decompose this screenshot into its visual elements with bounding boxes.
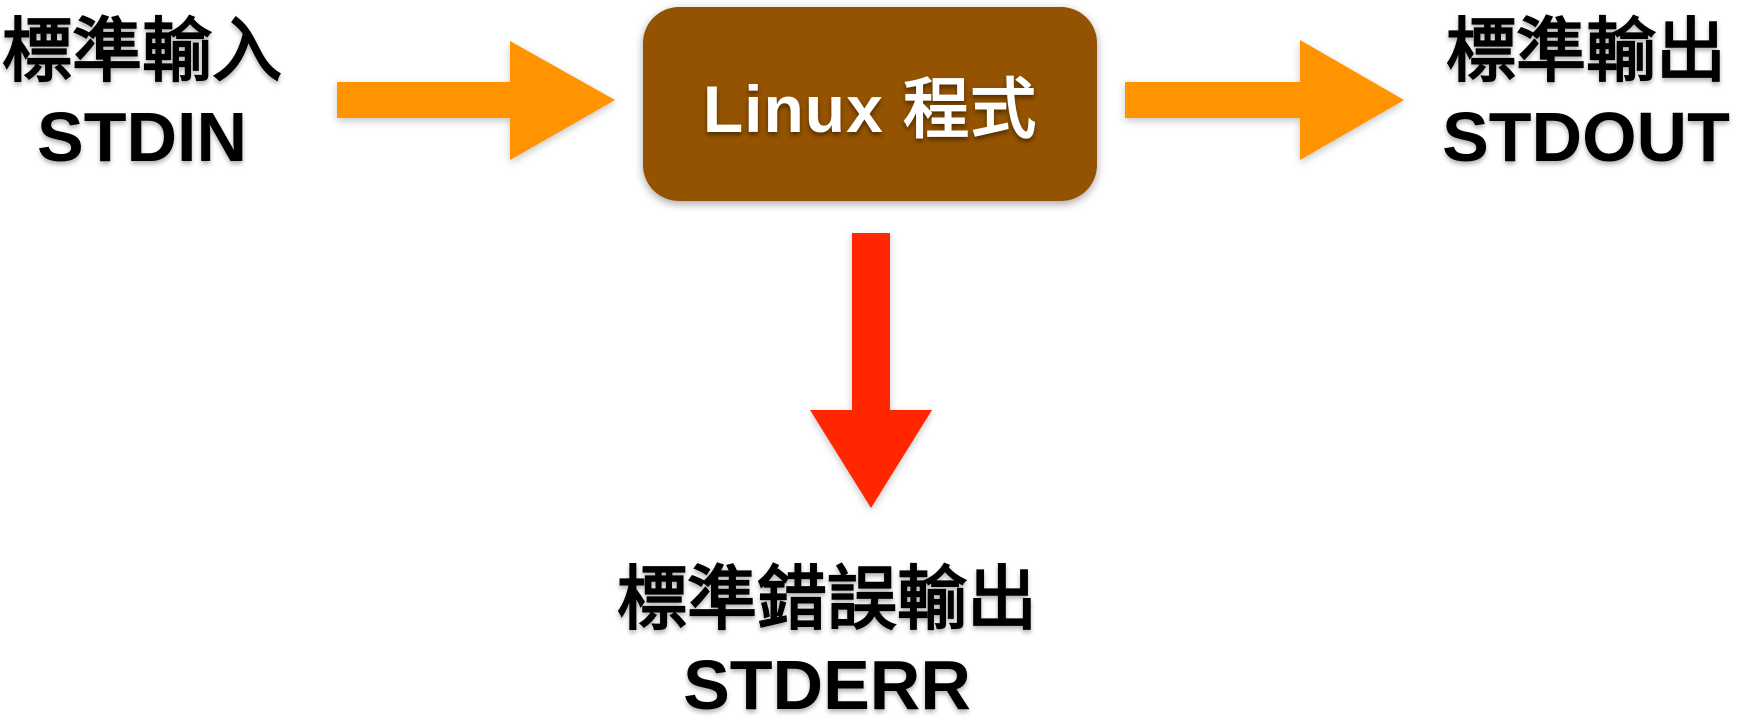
program-box: Linux 程式 (643, 7, 1097, 201)
stderr-label: 標準錯誤輸出 STDERR (577, 556, 1077, 728)
stderr-label-zh: 標準錯誤輸出 (617, 560, 1037, 638)
stdout-arrow-icon (1125, 40, 1404, 160)
stderr-arrow-icon (810, 233, 932, 508)
program-box-label: Linux 程式 (702, 72, 1038, 146)
stdin-label-zh: 標準輸入 (2, 12, 282, 90)
stdout-label-code: STDOUT (1442, 98, 1730, 176)
stdout-label-zh: 標準輸出 (1446, 12, 1726, 90)
stderr-label-code: STDERR (683, 646, 971, 724)
stdin-arrow-icon (337, 41, 615, 160)
stdin-label: 標準輸入 STDIN (0, 8, 284, 180)
stdout-label: 標準輸出 STDOUT (1425, 8, 1747, 180)
stdin-label-code: STDIN (37, 98, 247, 176)
